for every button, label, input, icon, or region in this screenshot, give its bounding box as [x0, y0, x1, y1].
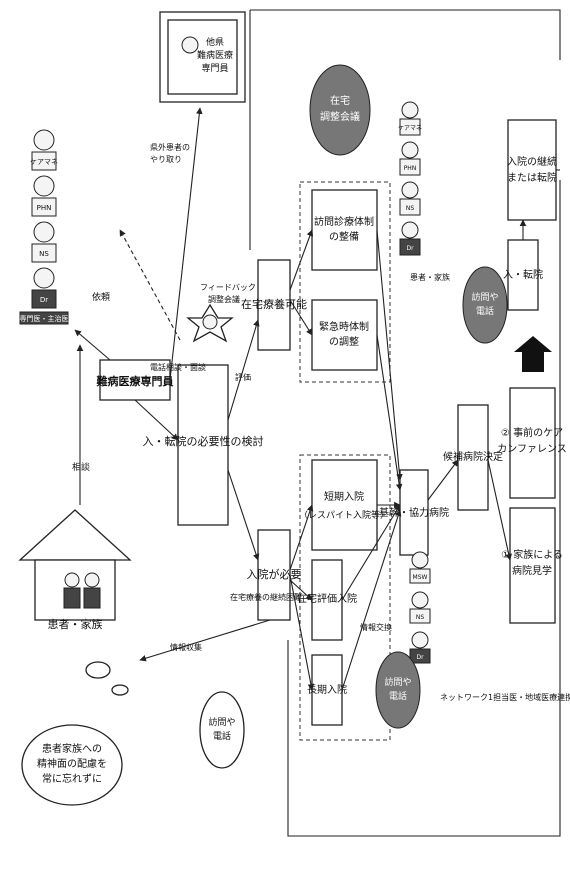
visit-phone-bubble-left: 訪問や 電話	[200, 692, 244, 768]
other-pref-line3: 専門員	[201, 62, 228, 74]
long-term-box: 長期入院	[307, 655, 347, 725]
admit-transfer-label: 入・転院	[503, 268, 543, 281]
visit-care-label2: の整備	[329, 230, 359, 243]
visit-phone-line1: 訪問や	[471, 291, 498, 303]
person-msw-label: MSW	[413, 574, 428, 581]
admission-needed-label: 入院が必要	[247, 567, 302, 581]
admit-transfer-box: 入・転院	[503, 240, 543, 310]
visit-care-label: 訪問診療体制	[314, 215, 374, 228]
thought-bubble-icon	[112, 685, 128, 695]
continue-label: 入院の継続	[507, 155, 557, 168]
person-ns-label: NS	[39, 250, 49, 258]
candidate-box: 候補病院決定	[443, 405, 503, 510]
cloud-note-line2: 精神面の配慮を	[37, 757, 107, 770]
phone-consult-label: 電話相談・面談	[150, 362, 206, 372]
home-meeting-line1: 在宅	[330, 94, 350, 107]
family-home-label: 患者・家族	[48, 617, 103, 631]
hospital-visit-label: ① 家族による	[501, 548, 563, 561]
specialist-team: ケアマネ PHN NS Dr 専門医・主治医	[20, 130, 69, 324]
request-label: 依頼	[92, 291, 110, 303]
visit-phone-bubble-right: 訪問や 電話	[463, 267, 507, 343]
admission-needed-box: 入院が必要	[247, 530, 302, 620]
visit-phone-line2: 電話	[476, 305, 494, 317]
person-icon	[182, 37, 198, 53]
short-term-label: 短期入院	[324, 490, 364, 503]
coordinator-person	[188, 305, 232, 341]
visit-phone-left-line2: 電話	[213, 730, 231, 742]
home-possible-label: 在宅療養可能	[241, 297, 307, 311]
cloud-note-line1: 患者家族への	[42, 742, 102, 755]
home-difficulty-label: 在宅療養の継続困難	[230, 592, 302, 602]
person-icon	[203, 315, 217, 329]
top-frame-line	[250, 10, 560, 60]
consult-label: 相談	[72, 461, 90, 473]
home-dr-label: Dr	[406, 245, 414, 252]
info-exchange-label: 情報交換	[360, 622, 392, 632]
cross-pref-label: 県外患者の	[150, 142, 190, 152]
thought-bubble-icon	[86, 662, 110, 678]
core-hospital-label: 基幹・協力病院	[379, 506, 449, 519]
respite-label: （レスパイト入院等）	[299, 509, 389, 521]
cross-pref2-label: やり取り	[150, 155, 182, 164]
person-dr-label-2: Dr	[416, 654, 424, 661]
short-term-box: 短期入院 （レスパイト入院等）	[299, 460, 389, 550]
up-arrow-icon	[514, 336, 552, 372]
person-icon	[412, 592, 428, 608]
home-eval-box: 在宅評価入院	[297, 560, 357, 640]
emergency-label2: の調整	[329, 335, 359, 348]
person-ns-label-2: NS	[416, 614, 424, 621]
person-cm-label: ケアマネ	[30, 158, 58, 166]
person-icon	[85, 573, 99, 587]
candidate-label: 候補病院決定	[443, 450, 503, 463]
care-conf-label: ② 事前のケア	[501, 426, 563, 439]
home-patient-family-label: 患者・家族	[410, 272, 450, 282]
home-possible-box: 在宅療養可能	[241, 260, 307, 350]
cloud-note: 患者家族への 精神面の配慮を 常に忘れずに	[22, 725, 122, 805]
hospital-visit-label2: 病院見学	[512, 564, 552, 577]
evaluation-label: 評価	[235, 372, 251, 382]
feedback2-label: 調整会議	[208, 294, 240, 304]
home-meeting-line2: 調整会議	[320, 110, 360, 123]
home-cm-label: ケアマネ	[398, 125, 422, 132]
coordinator-label: 難病医療専門員	[97, 374, 174, 388]
person-icon	[412, 552, 428, 568]
care-conf-label2: カンファレンス	[497, 443, 567, 455]
person-dr-label: Dr	[40, 296, 48, 304]
visit-care-box: 訪問診療体制 の整備	[312, 190, 377, 270]
other-pref-line2: 難病医療	[197, 49, 233, 61]
cloud-note-line3: 常に忘れずに	[42, 772, 102, 785]
patient-family-home: 患者・家族	[20, 510, 130, 695]
other-prefecture-box: 他県 難病医療 専門員	[160, 12, 245, 102]
visit-phone-mid-line2: 電話	[389, 690, 407, 702]
hospital-staff: MSW NS Dr	[410, 552, 430, 663]
person-icon	[64, 588, 80, 608]
continue-box: 入院の継続 または転院	[507, 120, 557, 220]
home-meeting-bubble: 在宅 調整会議	[310, 65, 370, 155]
network-label: ネットワーク1担当医・地域医療連携室	[440, 692, 570, 702]
person-icon	[84, 588, 100, 608]
long-term-label: 長期入院	[307, 683, 347, 696]
person-phn-label: PHN	[37, 204, 52, 212]
person-icon	[412, 632, 428, 648]
visit-phone-bubble-mid: 訪問や 電話	[376, 652, 420, 728]
continue-label2: または転院	[507, 171, 557, 184]
home-team: ケアマネ PHN NS Dr 患者・家族	[398, 102, 450, 282]
person-icon	[65, 573, 79, 587]
emergency-label: 緊急時体制	[319, 320, 369, 333]
care-conference-box: ② 事前のケア カンファレンス	[497, 388, 567, 498]
feedback-label: フィードバック	[200, 283, 256, 292]
other-pref-line1: 他県	[206, 36, 224, 48]
visit-phone-mid-line1: 訪問や	[384, 676, 411, 688]
emergency-box: 緊急時体制 の調整	[312, 300, 377, 370]
home-ns-label: NS	[406, 205, 414, 212]
info-gather-label: 情報収集	[170, 642, 202, 652]
visit-phone-left-line1: 訪問や	[208, 716, 235, 728]
consider-label: 入・転院の必要性の検討	[143, 434, 264, 448]
home-phn-label: PHN	[404, 165, 417, 172]
specialist-tag-label: 専門医・主治医	[20, 314, 69, 323]
hospital-visit-box: ① 家族による 病院見学	[501, 508, 563, 623]
